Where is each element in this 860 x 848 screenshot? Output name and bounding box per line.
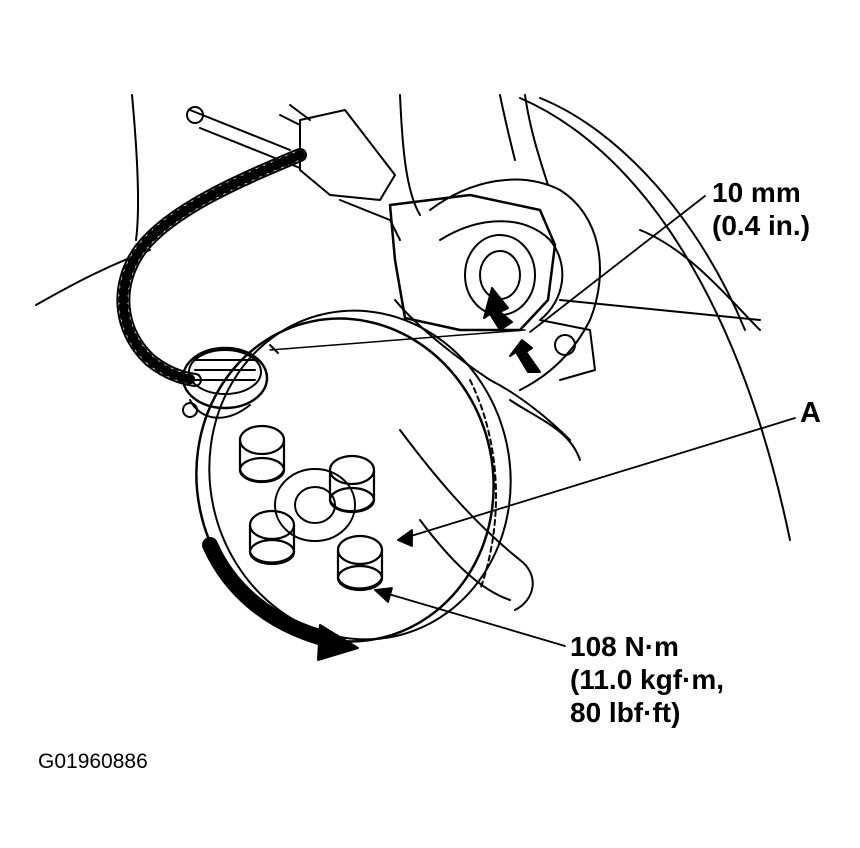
callout-a-label: A — [800, 397, 821, 429]
lug-nut — [248, 509, 296, 566]
clearance-metric: 10 mm — [712, 177, 801, 208]
torque-leader — [374, 589, 566, 647]
torque-kgf-meters: (11.0 kgf·m, — [570, 664, 725, 696]
torque-lbf-feet: 80 lbf·ft) — [570, 697, 681, 729]
wheel-well-outline — [35, 94, 791, 541]
wheel-hub — [274, 468, 356, 542]
callout-a-leader — [397, 417, 796, 541]
figure-id-code: G01960886 — [38, 750, 148, 773]
lug-nut — [238, 424, 286, 484]
torque-label: 108 N·m (11.0 kgf·m, 80 lbf·ft) — [570, 630, 724, 729]
steering-knuckle — [394, 94, 601, 611]
measurement-arrows — [483, 287, 541, 373]
brake-disc — [195, 309, 512, 643]
clearance-leader — [529, 195, 706, 333]
rotation-arrow — [202, 537, 359, 661]
clearance-label: 10 mm (0.4 in.) — [712, 176, 810, 242]
torque-newton-meters: 108 N·m — [570, 631, 679, 662]
leader-lines — [374, 195, 796, 647]
lug-nut — [336, 534, 384, 592]
lug-nut — [328, 454, 376, 514]
lug-nuts — [238, 424, 384, 592]
brake-hose — [116, 104, 401, 387]
clearance-imperial: (0.4 in.) — [712, 210, 811, 242]
